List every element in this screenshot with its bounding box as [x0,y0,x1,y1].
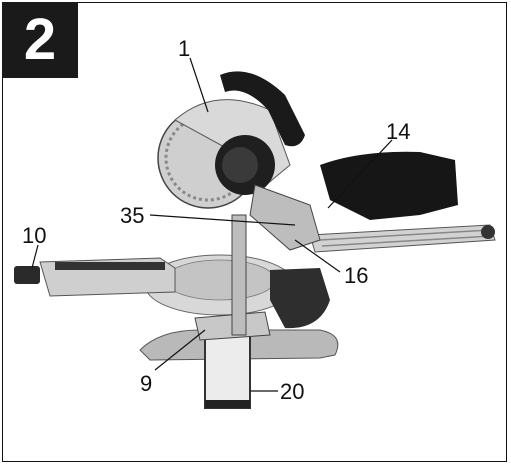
callout-16: 16 [344,263,369,288]
fence [231,214,247,336]
callout-35: 35 [120,203,145,228]
callout-9: 9 [140,371,153,396]
scale-ruler [55,262,165,270]
callout-1: 1 [178,36,191,61]
leader-lines [31,57,393,392]
callout-20: 20 [280,379,305,404]
front-arm [204,334,251,409]
saw-handle [220,71,305,147]
saw-arm [249,184,321,251]
lower-housing [270,268,330,329]
step-number-badge: 2 [2,2,78,78]
dust-bag [320,151,458,220]
callout-14: 14 [386,119,411,144]
callout-10: 10 [22,223,47,248]
clamp-knob [14,266,40,284]
